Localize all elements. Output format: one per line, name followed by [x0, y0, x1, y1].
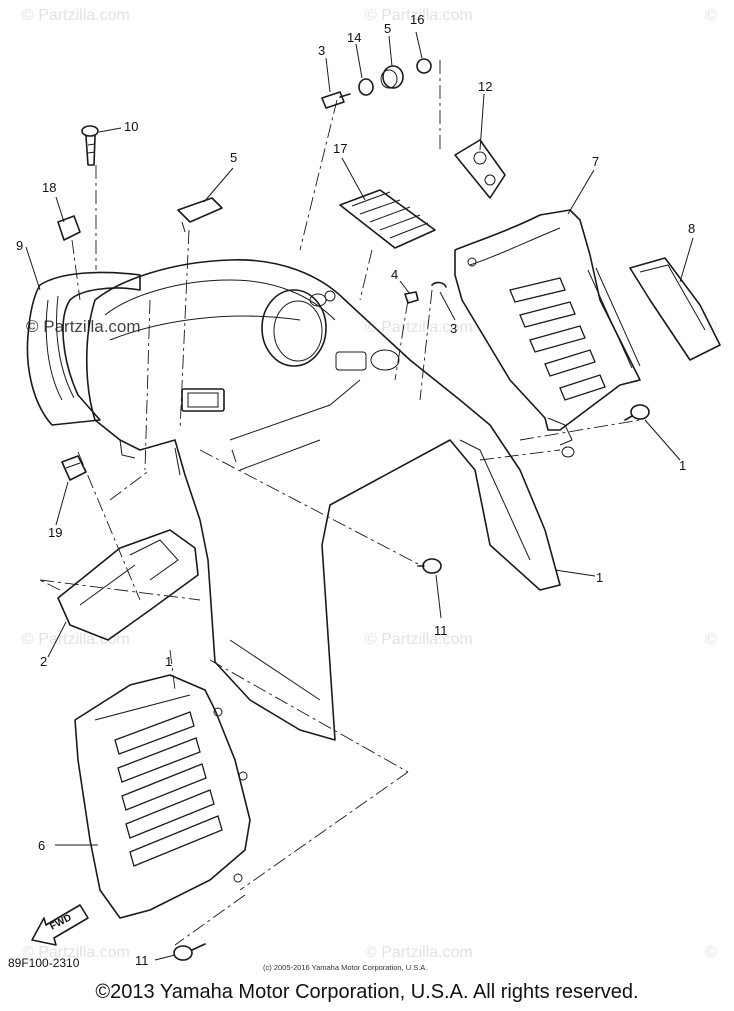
part-5-clip — [177, 197, 223, 233]
part-1-front-cowl — [85, 259, 561, 741]
part-19-clip — [61, 455, 87, 481]
watermark: © Partzilla.com — [22, 7, 130, 24]
callouts: 3 14 5 16 12 10 5 17 7 8 18 9 4 3 1 1 11… — [16, 12, 695, 968]
fastener-stack — [321, 58, 432, 109]
watermark: © Partzilla.com — [22, 944, 130, 961]
watermark-grid: © Partzilla.com © Partzilla.com © Partzi… — [22, 7, 717, 961]
callout-19: 19 — [48, 525, 62, 540]
callout-11-upper: 11 — [434, 623, 448, 638]
callout-5-clip: 5 — [230, 150, 237, 165]
small-clips — [404, 281, 447, 304]
callout-7: 7 — [592, 154, 599, 169]
assembly-lines — [39, 60, 641, 946]
part-6-lower-panel — [74, 674, 251, 919]
watermark: © — [705, 7, 717, 24]
part-8-side-plate — [629, 257, 721, 361]
part-2-cover — [57, 529, 199, 641]
part-18-grommet — [57, 215, 81, 241]
callout-12: 12 — [478, 79, 492, 94]
callout-3-clip: 3 — [450, 321, 457, 336]
watermark: © Partzilla.com — [365, 319, 473, 336]
part-10-screw — [81, 125, 99, 166]
callout-10: 10 — [124, 119, 138, 134]
callout-17: 17 — [333, 141, 347, 156]
callout-6: 6 — [38, 838, 45, 853]
watermark: © Partzilla.com — [365, 944, 473, 961]
callout-1-bolt: 1 — [679, 458, 686, 473]
callout-14: 14 — [347, 30, 361, 45]
callout-5: 5 — [384, 21, 391, 36]
watermark: © Partzilla.com — [22, 631, 130, 648]
watermark: © — [705, 631, 717, 648]
callout-3: 3 — [318, 43, 325, 58]
fwd-arrow: FWD — [31, 904, 89, 946]
callout-18: 18 — [42, 180, 56, 195]
vent-slots — [509, 277, 606, 401]
watermark: © Partzilla.com — [365, 7, 473, 24]
callout-1-lower: 1 — [165, 654, 172, 669]
part-11-bolts — [173, 404, 650, 961]
diagram-code: 89F100-2310 — [8, 956, 80, 970]
callout-16: 16 — [410, 12, 424, 27]
callout-1-cowl: 1 — [596, 570, 603, 585]
watermark: © — [705, 944, 717, 961]
callout-8: 8 — [688, 221, 695, 236]
callout-4: 4 — [391, 267, 398, 282]
watermark: © Partzilla.com — [365, 631, 473, 648]
small-notice: (c) 2005-2016 Yamaha Motor Corporation, … — [263, 963, 427, 972]
part-7-right-panel — [454, 209, 641, 446]
part-12-bracket — [454, 139, 506, 199]
leader-lines — [25, 31, 694, 961]
callout-9: 9 — [16, 238, 23, 253]
part-9-side-cover — [26, 271, 141, 426]
watermark-strong: © Partzilla.com — [26, 317, 141, 336]
part-17-decal — [339, 189, 436, 249]
vent-slots-lower — [114, 711, 223, 867]
callout-11-lower: 11 — [135, 953, 149, 968]
copyright-notice: ©2013 Yamaha Motor Corporation, U.S.A. A… — [95, 981, 639, 1003]
callout-2: 2 — [40, 654, 47, 669]
